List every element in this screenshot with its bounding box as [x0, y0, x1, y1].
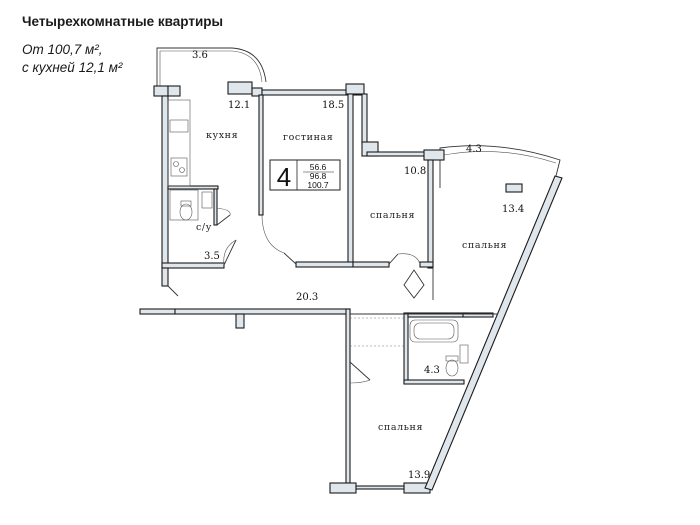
balcony-top-area: 3.6 [192, 50, 208, 61]
bathroom1-area: 3.5 [204, 251, 220, 262]
bathroom2-fixtures [409, 319, 469, 377]
bathroom2-area: 4.3 [424, 365, 440, 376]
bedroom3-area: 13.9 [408, 470, 430, 481]
kitchen-area: 12.1 [228, 100, 250, 111]
page-title: Четырехкомнатные квартиры [22, 14, 224, 29]
kitchen-label: кухня [206, 130, 238, 141]
bedroom3-label: спальня [378, 422, 423, 433]
living-label: гостиная [283, 132, 333, 143]
bathroom1-label: с/у [196, 222, 212, 233]
room-count: 4 [277, 162, 291, 192]
bedroom1-area: 10.8 [404, 166, 426, 177]
bedroom2-area: 13.4 [502, 204, 524, 215]
living-area-value: 56.6 [310, 162, 327, 172]
kitchen-area-text: с кухней 12,1 м² [22, 60, 123, 75]
living-area: 18.5 [322, 100, 344, 111]
bathroom1-fixtures [169, 189, 213, 221]
diagonal-wall [424, 175, 563, 491]
balcony-right [439, 145, 561, 188]
min-area-text: От 100,7 м², [22, 42, 103, 57]
area-badge: 4 56.6 96.8 100.7 [269, 159, 341, 192]
kitchen-fixtures [167, 99, 191, 187]
hall-area: 20.3 [296, 292, 318, 303]
total-area-value: 96.8 [310, 171, 327, 181]
total-with-balcony-value: 100.7 [307, 180, 329, 190]
balcony-top [156, 47, 267, 88]
bedroom1-label: спальня [370, 210, 415, 221]
doors [167, 207, 425, 384]
walls [139, 81, 523, 494]
balcony-right-area: 4.3 [466, 144, 482, 155]
bedroom2-label: спальня [462, 240, 507, 251]
